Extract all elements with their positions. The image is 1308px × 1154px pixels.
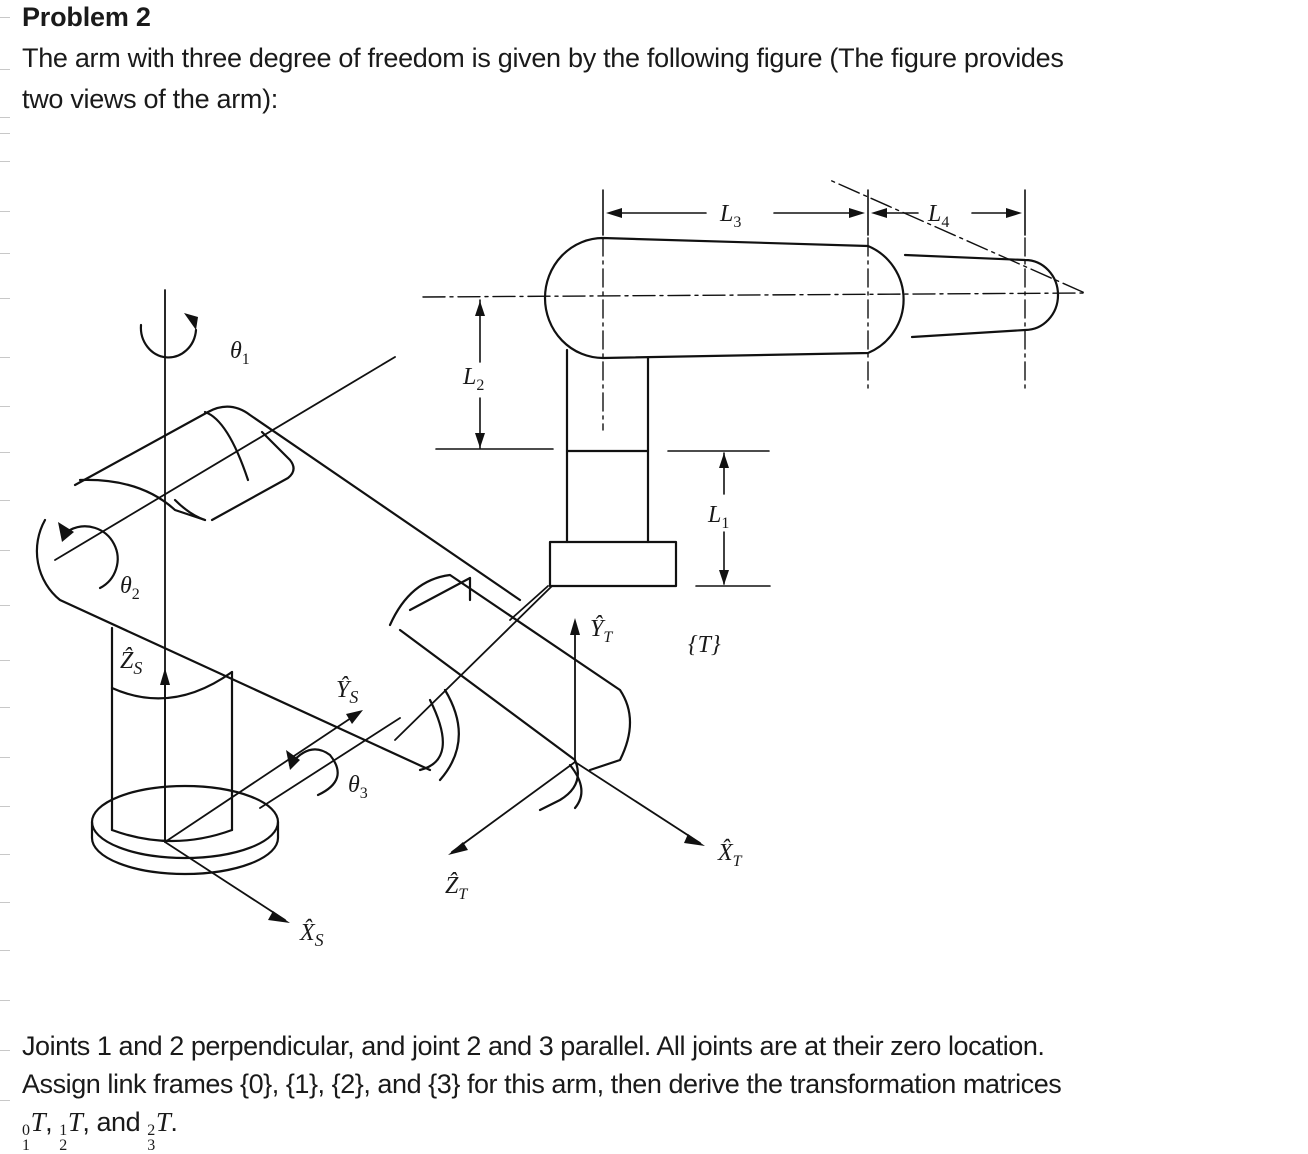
theta2-label: θ2: [120, 573, 140, 603]
intro-line-2: two views of the arm):: [22, 84, 278, 114]
l2-dimension-label: L2: [462, 364, 484, 394]
yt-axis-label: ŶT: [590, 616, 613, 646]
intro-line-1: The arm with three degree of freedom is …: [22, 43, 1064, 73]
l3-dimension-label: L3: [719, 201, 741, 231]
l1-dimension-label: L1: [707, 502, 729, 532]
isometric-view: [35, 289, 705, 923]
instructions-line-2: Assign link frames {0}, {1}, {2}, and {3…: [22, 1069, 1062, 1099]
margin-ruler-ticks: [0, 0, 14, 1152]
ys-axis-label: ŶS: [336, 677, 358, 707]
theta1-label: θ1: [230, 338, 250, 368]
tool-frame-label: {T}: [688, 632, 721, 658]
l4-dimension-label: L4: [927, 201, 949, 231]
problem-title: Problem 2: [22, 2, 151, 32]
xt-axis-label: X̂T: [717, 839, 743, 870]
problem-intro: The arm with three degree of freedom is …: [22, 38, 1292, 120]
theta3-label: θ3: [348, 772, 368, 802]
robot-arm-figure: θ1 θ2 θ3 ẐS ŶS X̂S ŶT ẐT X̂T {T} L1 L2 L…: [35, 180, 1086, 950]
side-view: [422, 180, 1086, 588]
problem-instructions: Joints 1 and 2 perpendicular, and joint …: [22, 1027, 1308, 1154]
xs-axis-label: X̂S: [299, 919, 324, 950]
zs-axis-label: ẐS: [120, 648, 142, 678]
instructions-line-1: Joints 1 and 2 perpendicular, and joint …: [22, 1031, 1045, 1061]
zt-axis-label: ẐT: [445, 873, 468, 903]
